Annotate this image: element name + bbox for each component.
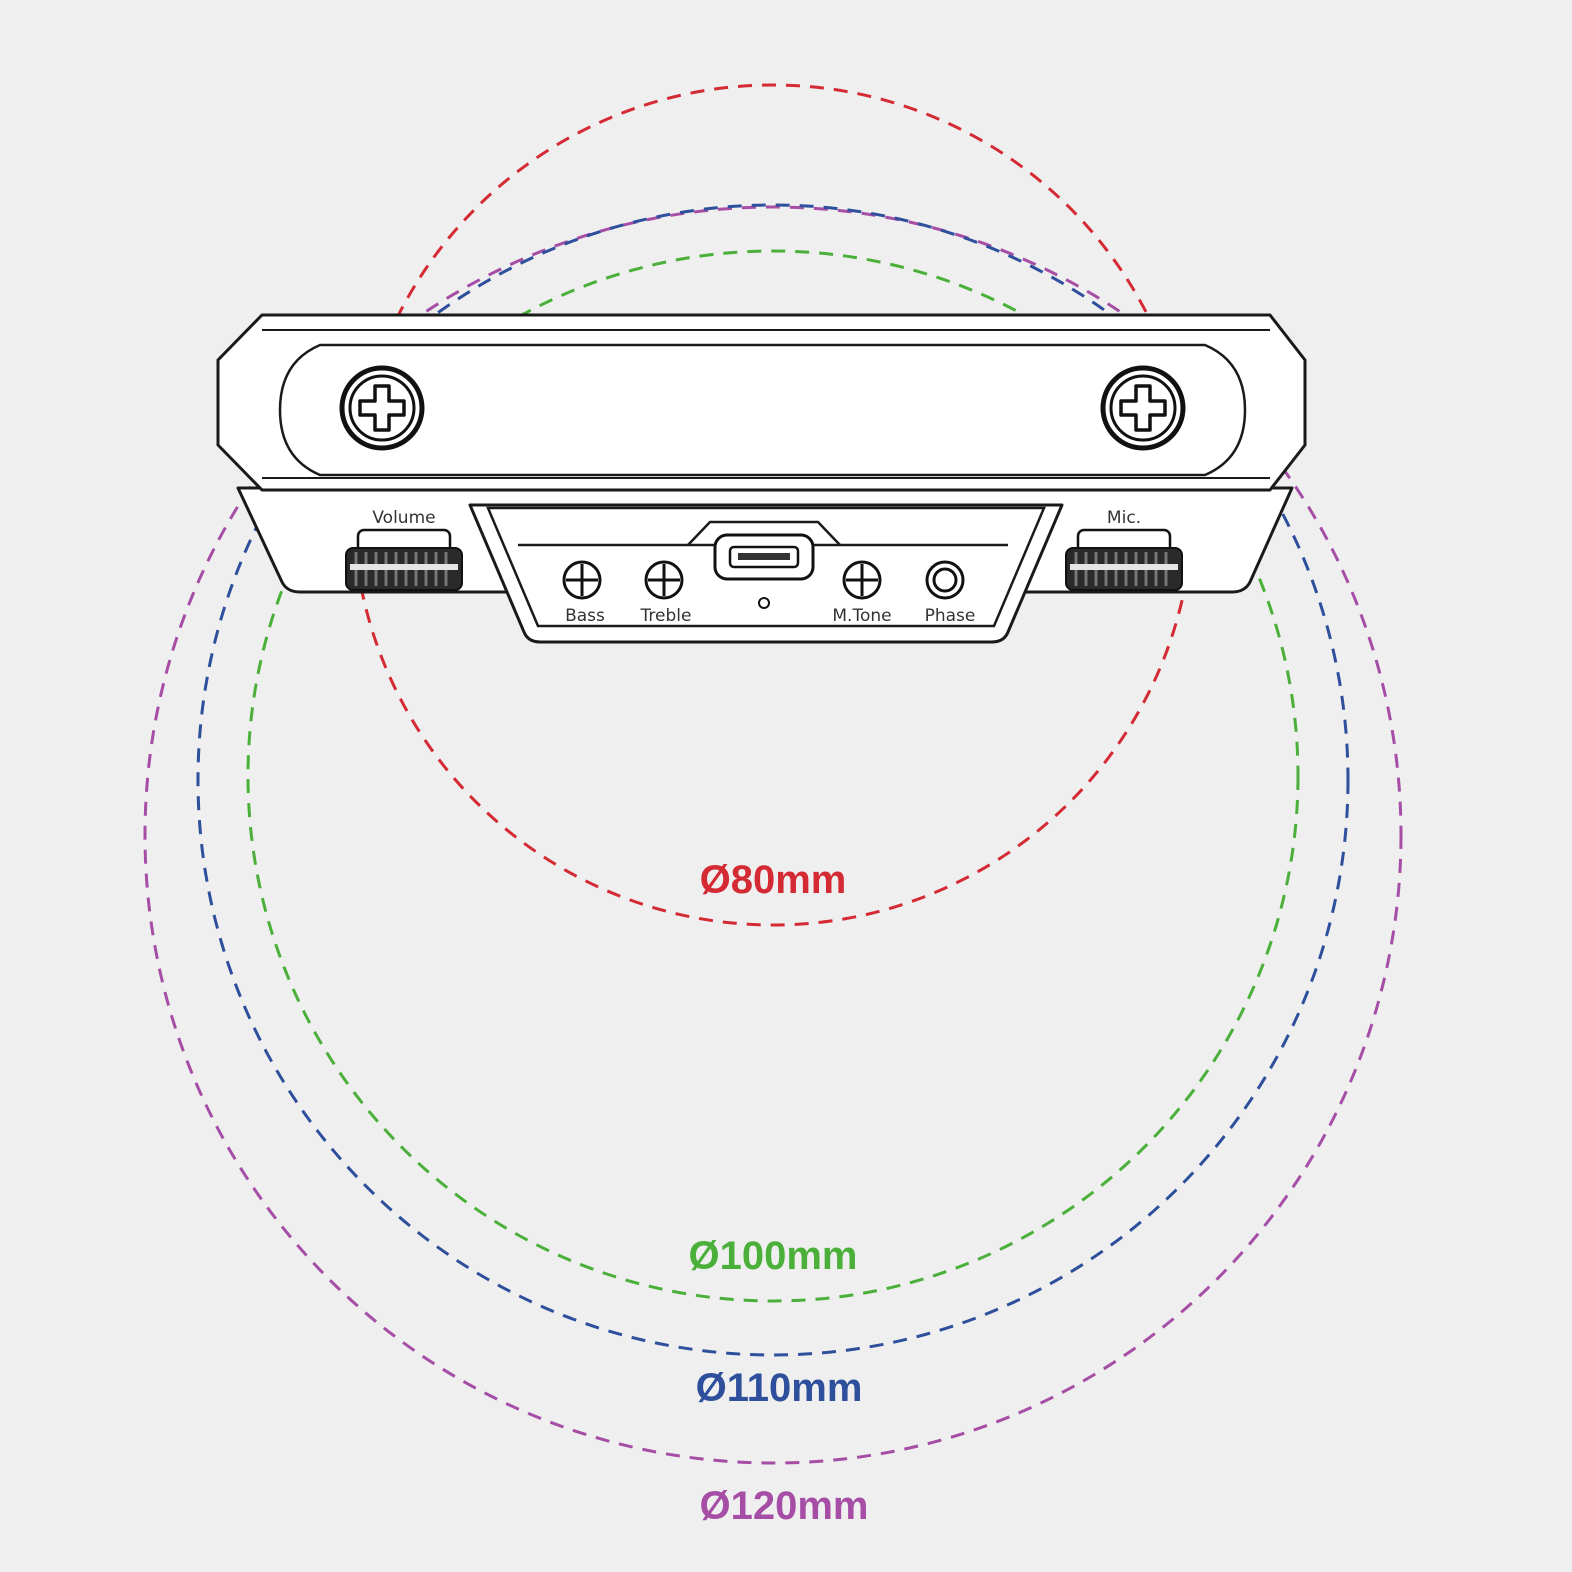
- mic-label: Mic.: [1107, 508, 1141, 528]
- bass-label: Bass: [565, 606, 605, 626]
- phase-label: Phase: [925, 606, 976, 626]
- screw-left: [339, 365, 425, 451]
- control-panel-inner: [486, 506, 1046, 628]
- label-80mm: Ø80mm: [700, 858, 847, 902]
- pickup-device: Volume Mic.: [216, 313, 1307, 644]
- bass-knob[interactable]: [562, 560, 602, 600]
- phase-button[interactable]: [925, 560, 965, 600]
- usb-port[interactable]: [713, 533, 815, 581]
- device-top-bar-inner: [278, 343, 1247, 477]
- volume-label: Volume: [372, 508, 435, 528]
- screw-right: [1100, 365, 1186, 451]
- volume-wheel[interactable]: [345, 528, 463, 591]
- label-120mm: Ø120mm: [700, 1484, 869, 1528]
- treble-label: Treble: [640, 606, 692, 626]
- led-indicator: [758, 597, 770, 609]
- usb-recess: [687, 520, 841, 546]
- device-top-bar: [216, 313, 1307, 492]
- treble-knob[interactable]: [644, 560, 684, 600]
- mtone-knob[interactable]: [842, 560, 882, 600]
- circle-100mm: [246, 249, 1300, 1303]
- label-100mm: Ø100mm: [689, 1234, 858, 1278]
- mic-wheel[interactable]: [1065, 528, 1183, 591]
- label-110mm: Ø110mm: [696, 1366, 863, 1410]
- mtone-label: M.Tone: [832, 606, 891, 626]
- circle-110mm: [196, 203, 1350, 1357]
- circle-120mm: [143, 205, 1403, 1465]
